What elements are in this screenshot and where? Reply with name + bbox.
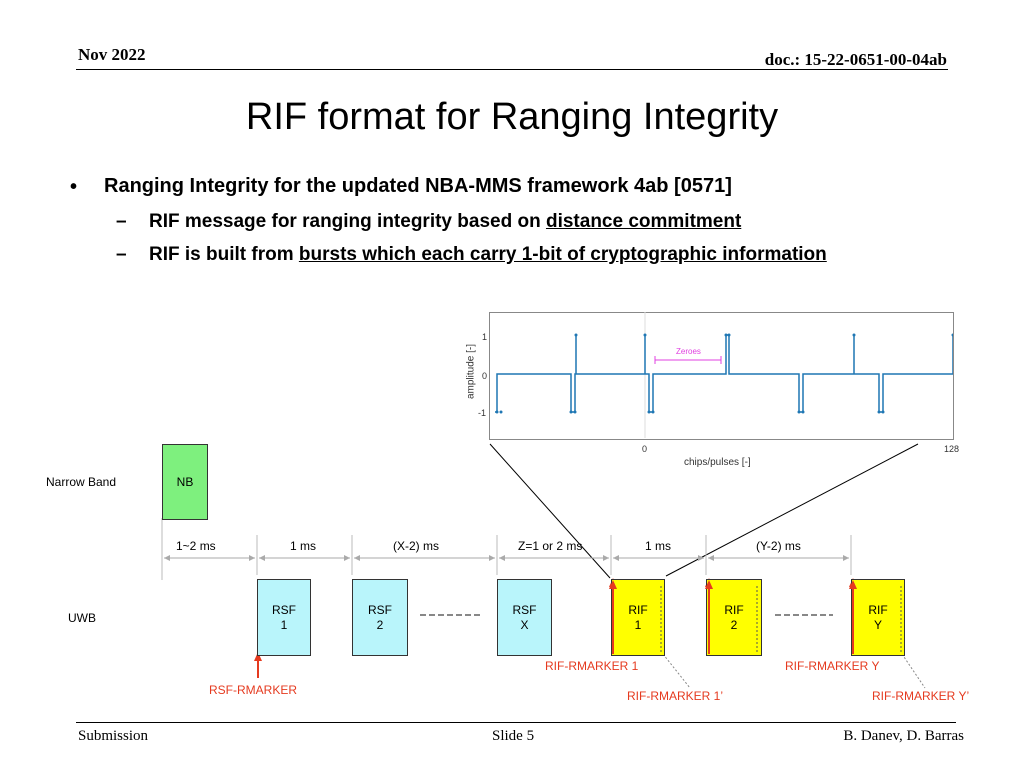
sub-bullet-1: RIF message for ranging integrity based … (149, 211, 741, 233)
rmarker-prime-lines (662, 584, 926, 689)
ytick-1: 1 (482, 332, 488, 342)
sub-bullet-dash-2: – (116, 244, 127, 265)
rif-y-line1: RIF (868, 602, 888, 617)
interval-label-2: 1 ms (290, 539, 317, 553)
xtick-128: 128 (944, 444, 960, 454)
interval-label-1: 1~2 ms (176, 539, 216, 553)
interval-arrowheads (164, 555, 849, 561)
zeroes-label: Zeroes (676, 347, 701, 356)
signal-plot (495, 312, 953, 438)
interval-label-4: Z=1 or 2 ms (518, 539, 583, 553)
rsf-1-line2: 1 (280, 617, 288, 632)
signal-plot-frame (489, 312, 954, 440)
signal-markers (495, 333, 953, 414)
footer-rule (76, 722, 956, 723)
rif-1-line1: RIF (628, 602, 648, 617)
footer-left: Submission (78, 728, 149, 744)
bullet-marker: • (70, 176, 78, 198)
sub-bullet-1-underlined: distance commitment (545, 211, 742, 232)
interval-label-5: 1 ms (645, 539, 672, 553)
ytick-0: 0 (482, 371, 488, 381)
slide-title: RIF format for Ranging Integrity (245, 96, 779, 138)
bullet-main: Ranging Integrity for the updated NBA-MM… (104, 175, 732, 197)
rsf-rmarker-label: RSF-RMARKER (209, 683, 298, 697)
zeroes-marker (654, 356, 722, 364)
rif-1-line2: 1 (634, 617, 642, 632)
zoom-lines (489, 443, 919, 579)
rif-2-line2: 2 (730, 617, 738, 632)
rif-rmarker-y-prime-label: RIF-RMARKER Y’ (872, 689, 970, 703)
rif-rmarker-1-label: RIF-RMARKER 1 (545, 659, 639, 673)
sub-bullet-dash-1: – (116, 211, 127, 232)
sub-bullet-2-underlined: bursts which each carry 1-bit of cryptog… (298, 244, 827, 265)
ytick-minus1: -1 (478, 408, 487, 418)
footer-slide-number: Slide 5 (492, 728, 535, 744)
interval-ticks (161, 518, 852, 580)
xtick-0: 0 (642, 444, 648, 454)
rif-2-line1: RIF (724, 602, 744, 617)
row-label-narrow-band: Narrow Band (46, 475, 117, 489)
signal-waveform (495, 334, 953, 413)
rif-rmarker-1-prime-label: RIF-RMARKER 1’ (627, 689, 724, 703)
rsf-2-line1: RSF (368, 602, 392, 617)
rsf-2-line2: 2 (376, 617, 384, 632)
header-doc-id: doc.: 15-22-0651-00-04ab (764, 50, 947, 69)
header-rule (76, 69, 948, 70)
sub-bullet-2-text: RIF is built from (149, 244, 299, 265)
rsf-x-line2: X (520, 617, 529, 632)
interval-label-6: (Y-2) ms (756, 539, 801, 553)
footer-authors: B. Danev, D. Barras (843, 728, 964, 744)
rif-y-line2: Y (873, 617, 882, 632)
interval-label-3: (X-2) ms (393, 539, 439, 553)
rsf-1-line1: RSF (272, 602, 296, 617)
header-date: Nov 2022 (78, 45, 146, 64)
nb-block: NB (162, 444, 208, 520)
rsf-x-line1: RSF (512, 602, 537, 617)
plot-xlabel: chips/pulses [-] (684, 457, 751, 468)
sub-bullet-2: RIF is built from bursts which each carr… (149, 244, 827, 266)
row-label-uwb: UWB (68, 611, 96, 625)
rif-rmarker-y-label: RIF-RMARKER Y (785, 659, 880, 673)
nb-block-label: NB (176, 475, 194, 489)
sub-bullet-1-text: RIF message for ranging integrity based … (149, 211, 546, 232)
